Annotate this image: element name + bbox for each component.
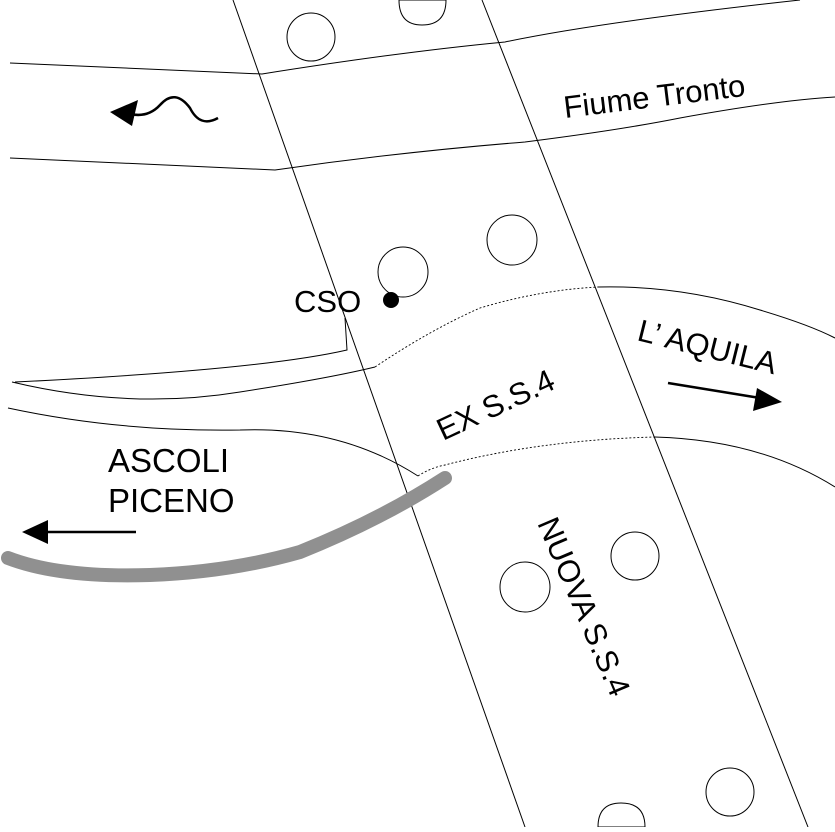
ex-ss4-lower-edge-left	[7, 407, 419, 477]
bridge-pier	[705, 767, 755, 817]
ascoli-road-segment	[1, 471, 452, 583]
ex-ss4-upper-edge-right	[597, 286, 835, 339]
bridge-pier	[286, 12, 336, 62]
river-bank-lower	[9, 96, 835, 171]
river-label: Fiume Tronto	[562, 68, 748, 125]
bridge-pier-bottom-edge	[597, 802, 646, 828]
nuova-ss4-right-edge	[481, 0, 809, 828]
ex-ss4-lower-edge-dotted	[417, 436, 656, 477]
nuova-ss4-left-edge	[232, 0, 526, 828]
bridge-pier	[499, 561, 551, 613]
aquila-label: L’ AQUILA	[634, 313, 780, 381]
ascoli-label-line2: PICENO	[108, 482, 235, 519]
to-ascoli-arrow-icon	[22, 520, 136, 544]
ex-ss4-upper-edge-left	[11, 366, 376, 400]
cso-point-icon	[383, 292, 399, 308]
bridge-pier	[377, 246, 429, 298]
cso-branch-line	[14, 317, 348, 383]
river-flow-arrow-icon	[110, 96, 219, 126]
bridge-pier-top-edge	[398, 0, 447, 26]
bridge-pier	[486, 214, 538, 266]
ex-ss4-lower-edge-right	[654, 436, 835, 488]
to-aquila-arrow-icon	[667, 381, 782, 411]
ex-ss4-label: EX S.S.4	[431, 362, 560, 447]
bridge-pier	[610, 531, 660, 581]
river-bank-upper	[9, 0, 801, 75]
ascoli-label-line1: ASCOLI	[108, 442, 229, 479]
ex-ss4-upper-edge-dotted	[374, 286, 599, 368]
cso-label: CSO	[294, 284, 361, 319]
